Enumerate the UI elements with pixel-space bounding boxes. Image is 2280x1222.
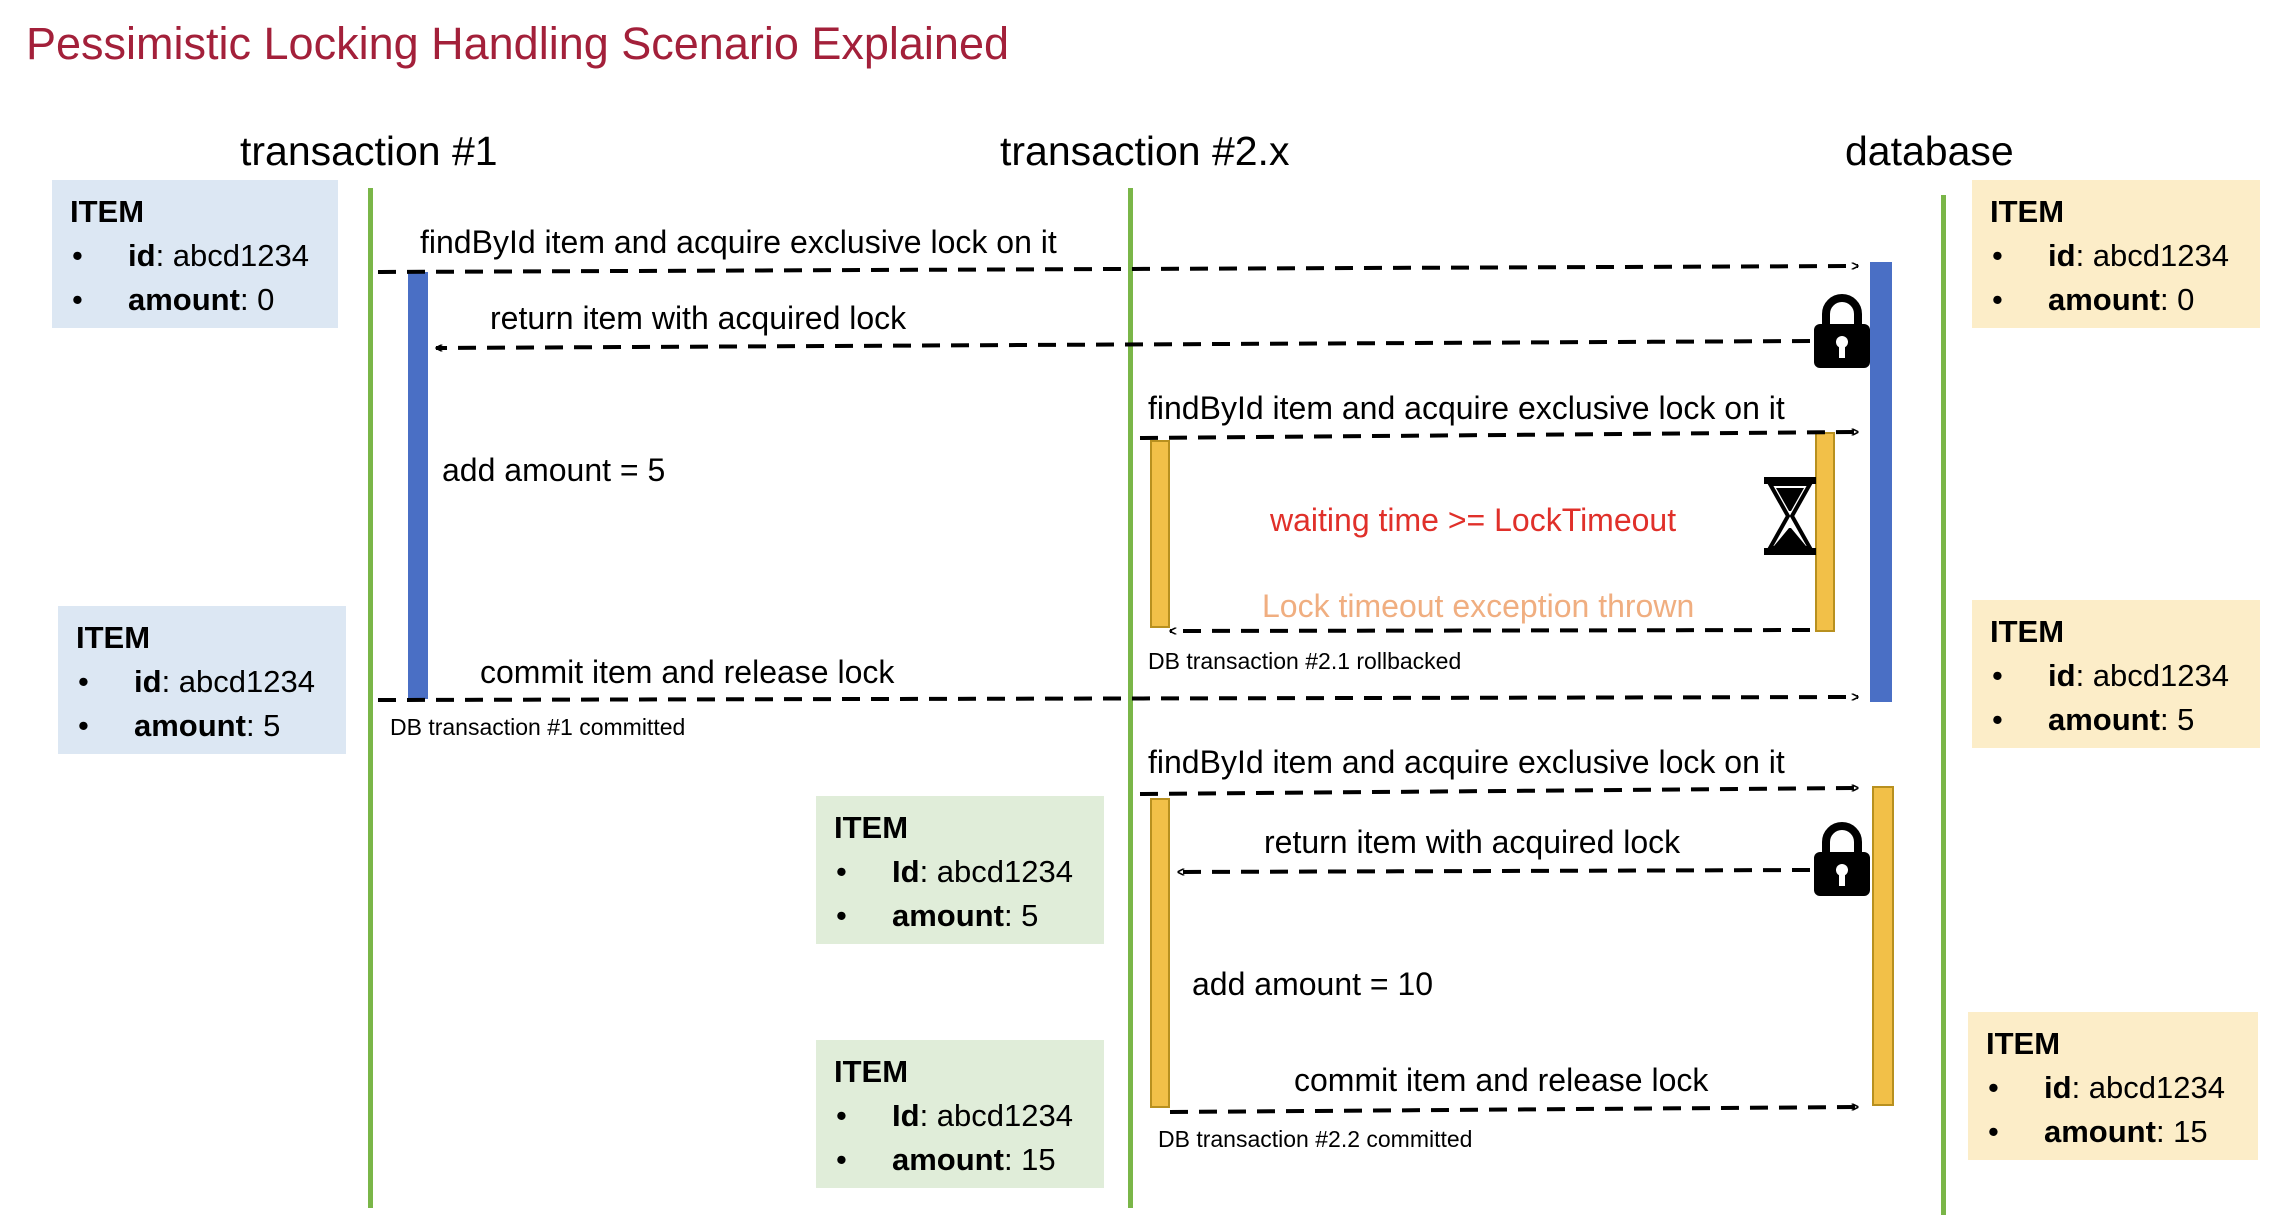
lifeline-transaction-1	[368, 188, 373, 1208]
arrow-find-lock-2-2	[1139, 788, 1858, 796]
item-amount-row: amount: 15	[834, 1138, 1086, 1182]
item-card-t2-fetched: ITEM Id: abcd1234 amount: 5	[816, 796, 1104, 944]
activation-bar-transaction-1	[408, 272, 428, 699]
item-amount-row: amount: 15	[1986, 1110, 2240, 1154]
message-label-return-lock-2: return item with acquired lock	[1264, 824, 1681, 860]
message-label-find-lock-2-2: findById item and acquire exclusive lock…	[1148, 744, 1785, 780]
activation-bar-transaction-2-1	[1150, 440, 1170, 628]
arrow-commit-1	[377, 697, 1858, 702]
item-card-t2-updated: ITEM Id: abcd1234 amount: 15	[816, 1040, 1104, 1188]
activation-bar-database-2-1	[1815, 432, 1835, 632]
item-amount-row: amount: 5	[834, 894, 1086, 938]
activation-bar-database-1	[1870, 262, 1892, 702]
item-card-db-final: ITEM id: abcd1234 amount: 15	[1968, 1012, 2258, 1160]
arrow-return-lock-1	[436, 339, 1811, 348]
item-id-row: id: abcd1234	[1986, 1066, 2240, 1110]
item-id-row: id: abcd1234	[76, 660, 328, 704]
hourglass-icon	[1762, 476, 1818, 561]
activation-bar-transaction-2-2	[1150, 798, 1170, 1108]
arrow-commit-2-2	[1169, 1107, 1858, 1114]
item-card-t1-initial: ITEM id: abcd1234 amount: 0	[52, 180, 338, 328]
note-committed-2-2: DB transaction #2.2 committed	[1158, 1126, 1473, 1152]
lifeline-database	[1941, 195, 1946, 1215]
lock-icon	[1812, 818, 1872, 903]
lock-icon	[1812, 290, 1872, 375]
note-committed-1: DB transaction #1 committed	[390, 714, 686, 740]
message-label-return-lock-1: return item with acquired lock	[490, 300, 907, 336]
item-id-row: id: abcd1234	[70, 234, 320, 278]
arrow-lock-timeout	[1170, 630, 1811, 631]
lifeline-transaction-2	[1128, 188, 1133, 1208]
note-rollbacked-2-1: DB transaction #2.1 rollbacked	[1148, 648, 1462, 674]
item-amount-row: amount: 0	[1990, 278, 2242, 322]
message-label-find-lock-2-1: findById item and acquire exclusive lock…	[1148, 390, 1785, 426]
arrow-return-lock-2	[1178, 868, 1811, 872]
item-id-row: id: abcd1234	[1990, 234, 2242, 278]
message-label-add-amount-5: add amount = 5	[442, 452, 666, 488]
item-amount-row: amount: 5	[76, 704, 328, 748]
arrow-find-lock-2-1	[1139, 432, 1858, 440]
message-label-commit-1: commit item and release lock	[480, 654, 895, 690]
message-label-commit-2-2: commit item and release lock	[1294, 1062, 1709, 1098]
item-card-t1-committed: ITEM id: abcd1234 amount: 5	[58, 606, 346, 754]
message-label-waiting-time: waiting time >= LockTimeout	[1270, 502, 1677, 538]
message-label-find-lock-1: findById item and acquire exclusive lock…	[420, 224, 1057, 260]
item-card-title: ITEM	[1990, 614, 2065, 649]
message-label-lock-timeout: Lock timeout exception thrown	[1262, 588, 1695, 624]
item-card-title: ITEM	[834, 810, 909, 845]
item-card-title: ITEM	[1986, 1026, 2061, 1061]
item-card-title: ITEM	[76, 620, 151, 655]
item-card-db-after-t1: ITEM id: abcd1234 amount: 5	[1972, 600, 2260, 748]
item-card-title: ITEM	[70, 194, 145, 229]
arrow-find-lock-1	[377, 266, 1858, 274]
item-id-row: Id: abcd1234	[834, 850, 1086, 894]
item-card-title: ITEM	[1990, 194, 2065, 229]
item-id-row: Id: abcd1234	[834, 1094, 1086, 1138]
page-title: Pessimistic Locking Handling Scenario Ex…	[26, 18, 1010, 69]
item-amount-row: amount: 0	[70, 278, 320, 322]
item-card-db-initial: ITEM id: abcd1234 amount: 0	[1972, 180, 2260, 328]
item-id-row: id: abcd1234	[1990, 654, 2242, 698]
activation-bar-database-2-2	[1872, 786, 1894, 1106]
message-label-add-amount-10: add amount = 10	[1192, 966, 1434, 1002]
lane-header-transaction-1: transaction #1	[240, 128, 498, 174]
lane-header-database: database	[1845, 128, 2014, 174]
lane-header-transaction-2: transaction #2.x	[1000, 128, 1290, 174]
item-card-title: ITEM	[834, 1054, 909, 1089]
item-amount-row: amount: 5	[1990, 698, 2242, 742]
